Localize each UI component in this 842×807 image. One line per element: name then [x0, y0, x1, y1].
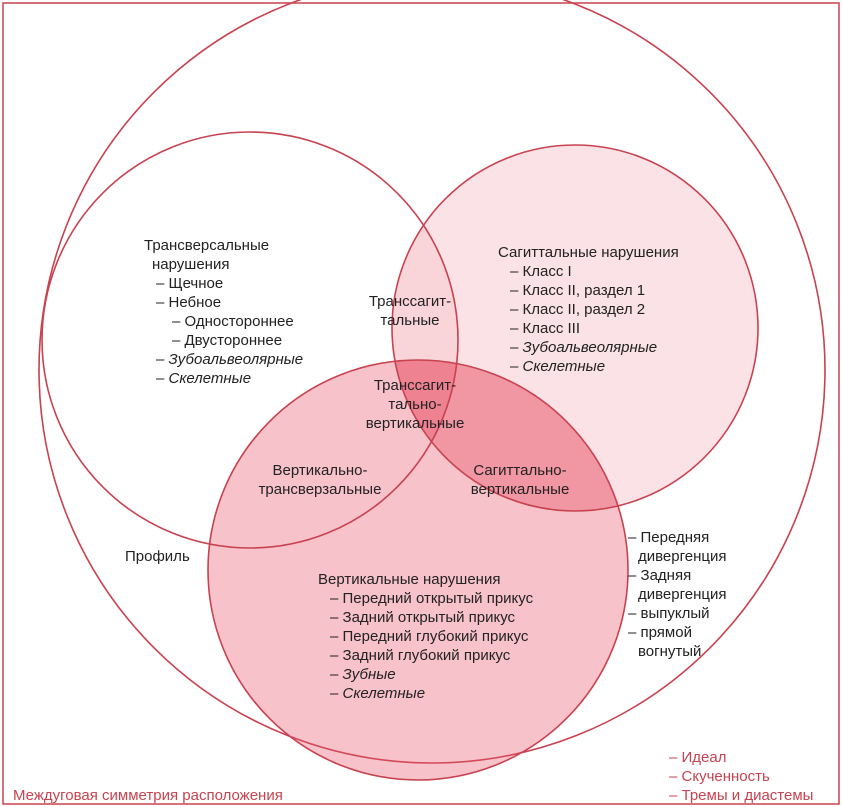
list-item: – прямой: [628, 624, 692, 641]
sagittal-vertical-label: Сагиттально- вертикальные: [470, 462, 570, 498]
triple-overlap-label: Транссагит- тально- вертикальные: [365, 377, 465, 432]
list-item: – Щечное: [156, 275, 224, 292]
transsagittal-label: Транссагит- тальные: [368, 293, 452, 329]
list-item: дивергенция: [638, 548, 727, 565]
vertical-circle: [207, 359, 629, 781]
profile-items: – Передняя дивергенция – Задняя диверген…: [628, 528, 726, 661]
list-item: – Передний глубокий прикус: [330, 628, 529, 645]
list-item: – Скелетные: [330, 685, 426, 702]
vertical-label: Вертикальные нарушения – Передний открыт…: [318, 571, 534, 702]
list-item: – Зубоальвеолярные: [156, 351, 304, 368]
list-item: – выпуклый: [628, 605, 710, 622]
list-item: – Задний открытый прикус: [330, 609, 516, 626]
list-item: – Идеал: [669, 749, 727, 766]
list-item: – Передний открытый прикус: [330, 590, 534, 607]
list-item: – Тремы и диастемы: [669, 787, 814, 804]
sagittal-label: Сагиттальные нарушения – Класс I – Класс…: [498, 244, 679, 375]
list-item: – Класс II, раздел 2: [510, 301, 646, 318]
profile-title: Профиль: [125, 548, 190, 565]
list-item: вогнутый: [638, 643, 702, 660]
list-item: – Скелетные: [156, 370, 252, 387]
sagittal-fill: [392, 145, 758, 511]
transversal-label: Трансверсальные нарушения – Щечное – Неб…: [144, 237, 304, 387]
sagittal-vertical-fill: [392, 360, 628, 511]
arrangement-items: – Идеал – Скученность – Тремы и диастемы: [669, 748, 813, 805]
interarch-symmetry-label: Междуговая симметрия расположения: [13, 787, 283, 804]
transversal-circle: [41, 131, 459, 549]
profile-circle: [38, 0, 826, 764]
list-item: – Передняя: [628, 529, 710, 546]
vertical-transversal-label: Вертикально- трансверзальные: [258, 462, 382, 498]
list-item: – Скученность: [669, 768, 770, 785]
list-item: – Класс I: [510, 263, 572, 280]
vertical-fill: [208, 360, 628, 780]
list-item: – Зубоальвеолярные: [510, 339, 658, 356]
list-item: – Скелетные: [510, 358, 606, 375]
list-item: – Небное: [156, 294, 222, 311]
list-item: – Двустороннее: [172, 332, 283, 349]
list-item: дивергенция: [638, 586, 727, 603]
list-item: – Класс III: [510, 320, 581, 337]
list-item: – Одностороннее: [172, 313, 294, 330]
list-item: – Задняя: [628, 567, 692, 584]
list-item: – Зубные: [330, 666, 396, 683]
sagittal-circle: [391, 144, 759, 512]
list-item: – Класс II, раздел 1: [510, 282, 646, 299]
list-item: – Задний глубокий прикус: [330, 647, 511, 664]
